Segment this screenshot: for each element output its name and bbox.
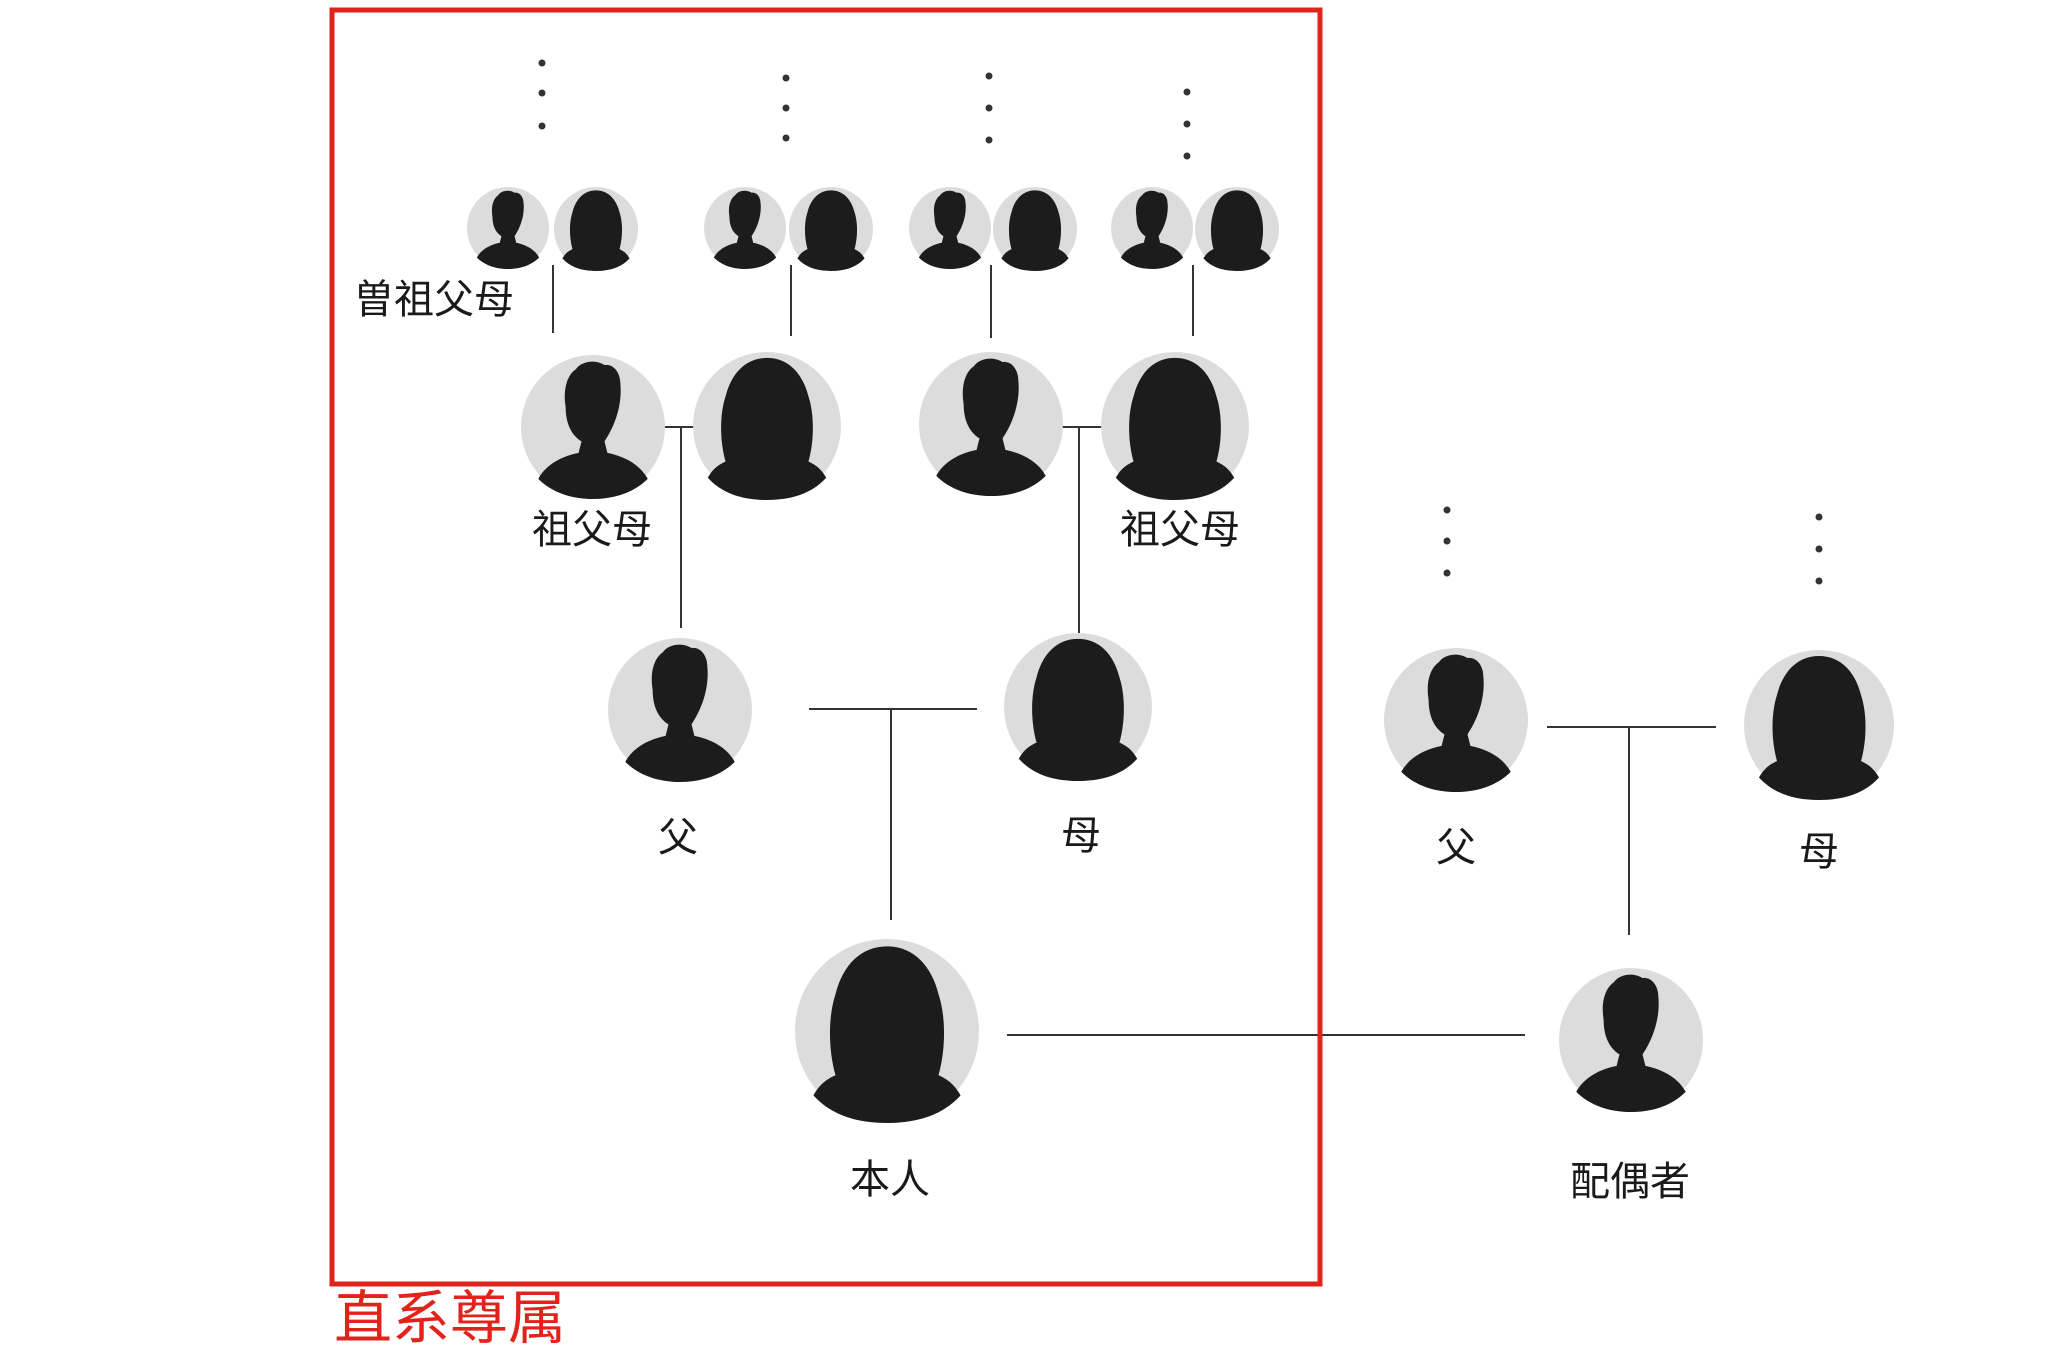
father-avatar <box>608 638 752 782</box>
continuation-markers <box>538 59 1823 585</box>
great-grandfather-avatar-3 <box>909 187 991 269</box>
great-grandmother-avatar-4 <box>1195 187 1279 271</box>
connector-lines <box>552 265 1716 1036</box>
paternal-grandfather-avatar <box>521 355 665 499</box>
great-grandfather-avatar-1 <box>467 187 549 269</box>
great-grandfather-avatar-2 <box>704 187 786 269</box>
paternal-grandparents-label: 祖父母 <box>532 507 652 553</box>
vertical-ellipsis-icon <box>538 59 546 130</box>
great-grandparents-label: 曽祖父母 <box>354 277 514 323</box>
mother-avatar <box>1004 633 1152 781</box>
maternal-grandmother-avatar <box>1101 352 1249 500</box>
vertical-ellipsis-icon <box>1443 506 1451 577</box>
vertical-ellipsis-icon <box>782 74 790 142</box>
maternal-grandparents-label: 祖父母 <box>1120 507 1240 553</box>
father-label: 父 <box>658 815 698 861</box>
spouse-father-label: 父 <box>1436 825 1476 871</box>
spouse-avatar <box>1559 968 1703 1112</box>
spouse-mother-avatar <box>1744 650 1894 800</box>
vertical-ellipsis-icon <box>985 72 993 144</box>
great-grandmother-avatar-2 <box>789 187 873 271</box>
great-grandfather-avatar-4 <box>1111 187 1193 269</box>
paternal-grandmother-avatar <box>693 352 841 500</box>
spouse-father-avatar <box>1384 648 1528 792</box>
vertical-ellipsis-icon <box>1815 513 1823 585</box>
spouse-mother-label: 母 <box>1799 829 1839 875</box>
lineal-ascendants-caption: 直系尊属 <box>334 1284 567 1352</box>
self-label: 本人 <box>850 1157 930 1203</box>
self-avatar <box>795 939 979 1123</box>
great-grandmother-avatar-3 <box>993 187 1077 271</box>
mother-label: 母 <box>1061 813 1101 859</box>
lineal-ascendants-highlight-box <box>329 7 1323 1287</box>
great-grandmother-avatar-1 <box>554 187 638 271</box>
vertical-ellipsis-icon <box>1183 88 1191 160</box>
maternal-grandfather-avatar <box>919 352 1063 496</box>
spouse-label: 配偶者 <box>1570 1159 1690 1205</box>
